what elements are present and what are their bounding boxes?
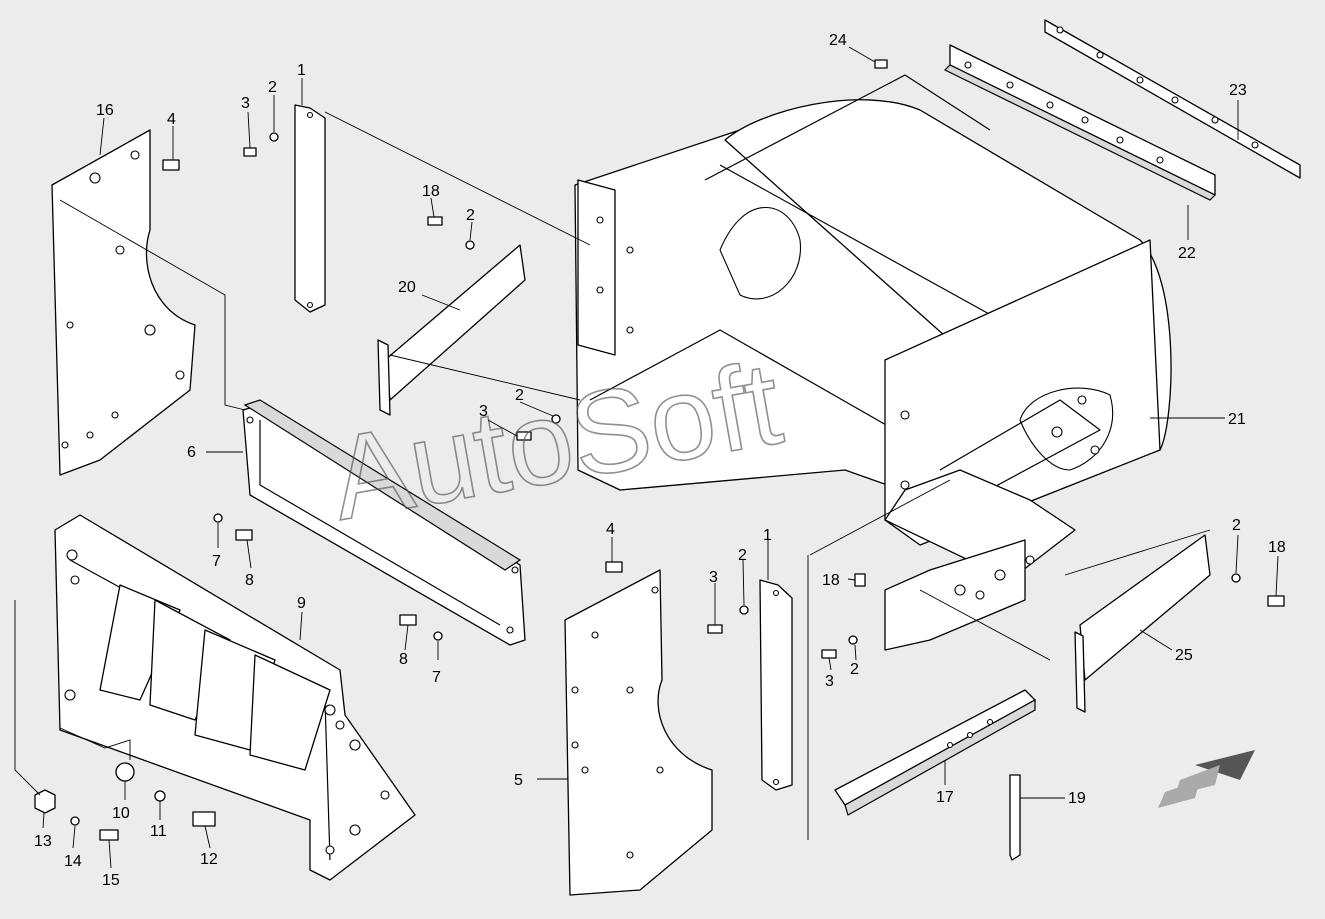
callout-3: 3 [479, 403, 488, 420]
bracket-part-20 [377, 244, 526, 416]
strip-part-23 [1044, 19, 1301, 179]
bracket-part-22 [943, 44, 1217, 201]
nut-13 [34, 789, 56, 814]
panel-part-5 [564, 569, 713, 896]
assembly-lines [14, 111, 1211, 840]
callout-2: 2 [515, 387, 524, 404]
bracket-part-25 [1074, 534, 1211, 713]
bar-part-17 [834, 689, 1036, 816]
washer-7-left [213, 513, 223, 523]
strip-part-1-top [294, 104, 326, 313]
callout-13: 13 [34, 833, 52, 850]
washer-14 [70, 816, 80, 826]
callout-18: 18 [1268, 539, 1286, 556]
callout-2: 2 [850, 661, 859, 678]
callout-22: 22 [1178, 245, 1196, 262]
bolt-4-top [162, 159, 180, 171]
callout-leaders [42, 46, 1279, 869]
callout-labels: 1 1 2 2 2 2 2 2 3 3 3 3 4 4 5 6 7 7 8 8 … [34, 32, 1286, 889]
bolt-19 [1009, 774, 1021, 861]
tray-part-6 [242, 399, 526, 646]
bolt-3-right [707, 624, 723, 634]
frame-part-9 [54, 514, 416, 881]
callout-1: 1 [297, 62, 306, 79]
washer-2-top [269, 132, 279, 142]
callout-8: 8 [245, 572, 254, 589]
bolt-4-center [605, 561, 623, 573]
callout-3: 3 [825, 673, 834, 690]
washer-2-mid [465, 240, 475, 250]
callout-3: 3 [709, 569, 718, 586]
washer-2-center [551, 414, 561, 424]
callout-2: 2 [738, 547, 747, 564]
callout-25: 25 [1175, 647, 1193, 664]
bolt-15 [99, 829, 119, 841]
housing-part-21 [574, 74, 1172, 651]
callout-10: 10 [112, 805, 130, 822]
callout-24: 24 [829, 32, 847, 49]
callout-4: 4 [167, 111, 176, 128]
washer-2-lower [848, 635, 858, 645]
callout-11: 11 [150, 823, 167, 840]
callout-19: 19 [1068, 790, 1086, 807]
callout-18: 18 [822, 572, 840, 589]
callout-16: 16 [96, 102, 114, 119]
callout-7: 7 [432, 669, 441, 686]
callout-5: 5 [514, 772, 523, 789]
callout-7: 7 [212, 553, 221, 570]
bolt-12 [192, 811, 216, 827]
washer-7-right [433, 631, 443, 641]
callout-21: 21 [1228, 411, 1246, 428]
callout-23: 23 [1229, 82, 1247, 99]
callout-17: 17 [936, 789, 954, 806]
callout-6: 6 [187, 444, 196, 461]
callout-18: 18 [422, 183, 440, 200]
bolt-8-left [235, 529, 253, 541]
hardware [34, 59, 1285, 861]
washer-2-far-right [1231, 573, 1241, 583]
bolt-3-top [243, 147, 257, 157]
callout-14: 14 [64, 853, 82, 870]
callout-4: 4 [606, 521, 615, 538]
callout-15: 15 [102, 872, 120, 889]
washer-2-right [739, 605, 749, 615]
callout-2: 2 [466, 207, 475, 224]
strip-part-1-bottom [759, 579, 793, 791]
bolt-24 [874, 59, 888, 69]
callout-12: 12 [200, 851, 218, 868]
callout-20: 20 [398, 279, 416, 296]
callout-9: 9 [297, 595, 306, 612]
bolt-18-center [854, 573, 866, 587]
callout-8: 8 [399, 651, 408, 668]
bolt-8-right [399, 614, 417, 626]
cover-panel-part-16 [51, 129, 196, 476]
spacer-10 [115, 762, 135, 782]
callout-2: 2 [1232, 517, 1241, 534]
bolt-18-top [427, 216, 443, 226]
bolt-18-right [1267, 595, 1285, 607]
callout-1: 1 [763, 527, 772, 544]
bolt-3-lower [821, 649, 837, 659]
callout-3: 3 [241, 95, 250, 112]
washer-11 [154, 790, 166, 802]
callout-2: 2 [268, 79, 277, 96]
direction-arrow-icon [1158, 750, 1255, 808]
